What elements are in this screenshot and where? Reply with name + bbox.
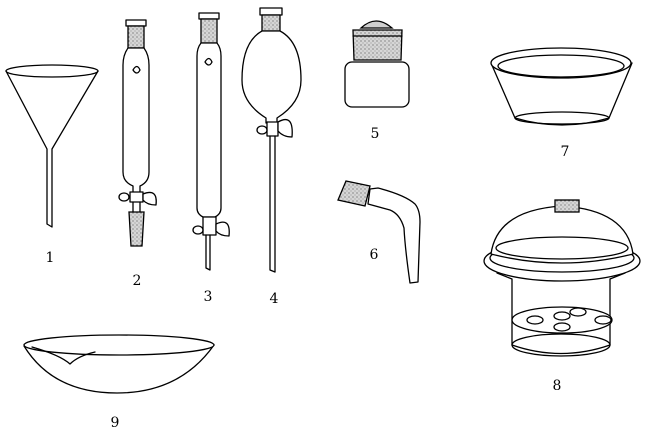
weighing-bottle	[344, 20, 410, 108]
pear-separatory-funnel	[241, 7, 302, 273]
funnel	[5, 64, 99, 228]
label-9: 9	[111, 415, 120, 431]
label-2: 2	[133, 273, 142, 289]
cylindrical-separatory-funnel	[118, 19, 157, 247]
desiccator	[483, 199, 641, 357]
label-1: 1	[46, 250, 55, 266]
evaporating-dish	[23, 334, 215, 394]
label-3: 3	[204, 289, 213, 305]
label-8: 8	[553, 378, 562, 394]
bent-adapter	[337, 180, 421, 284]
label-5: 5	[371, 126, 380, 142]
long-dropping-funnel	[192, 12, 230, 271]
label-7: 7	[561, 144, 570, 160]
crystallizing-dish	[490, 47, 633, 126]
label-6: 6	[370, 247, 379, 263]
label-4: 4	[270, 291, 279, 307]
